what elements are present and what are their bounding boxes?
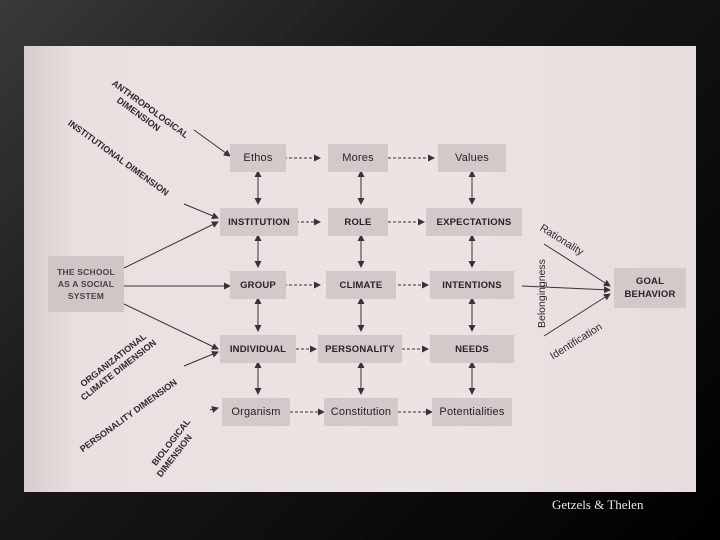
node-intentions: INTENTIONS <box>430 271 514 299</box>
school-line-1: THE SCHOOL <box>57 267 115 277</box>
node-individual: INDIVIDUAL <box>220 335 296 363</box>
node-group: GROUP <box>230 271 286 299</box>
node-mores: Mores <box>328 144 388 172</box>
connector-arrows <box>123 129 611 416</box>
node-personality: PERSONALITY <box>318 335 402 363</box>
node-values: Values <box>438 144 506 172</box>
node-potentialities: Potentialities <box>432 398 512 426</box>
belongingness-label: Belongingness <box>536 259 548 328</box>
school-social-system-box: THE SCHOOL AS A SOCIAL SYSTEM <box>48 256 124 312</box>
node-organism: Organism <box>222 398 290 426</box>
node-needs: NEEDS <box>430 335 514 363</box>
school-line-3: SYSTEM <box>67 291 105 301</box>
node-constitution: Constitution <box>324 398 398 426</box>
goal-line-1: GOAL <box>635 276 665 287</box>
diagram-photo: Ethos Mores Values INSTITUTION ROLE EXPE… <box>24 46 696 492</box>
node-role: ROLE <box>328 208 388 236</box>
node-climate: CLIMATE <box>326 271 396 299</box>
goal-line-2: BEHAVIOR <box>624 289 676 300</box>
goal-behavior-box: GOAL BEHAVIOR <box>614 268 686 308</box>
node-institution: INSTITUTION <box>220 208 298 236</box>
node-expectations: EXPECTATIONS <box>426 208 522 236</box>
node-ethos: Ethos <box>230 144 286 172</box>
credit-text: Getzels & Thelen <box>552 497 644 512</box>
school-line-2: AS A SOCIAL <box>57 279 115 289</box>
